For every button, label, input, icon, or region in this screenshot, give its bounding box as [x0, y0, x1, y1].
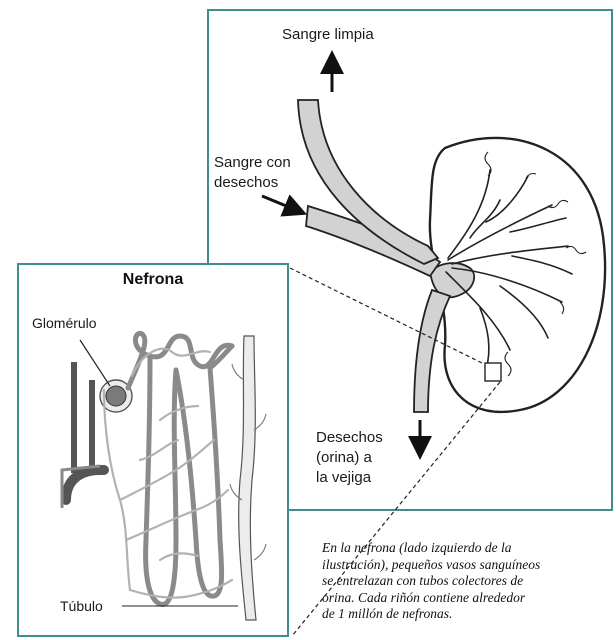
- caption-line: ilustración), pequeños vasos sanguíneos: [322, 557, 614, 574]
- label-desechos-3: la vejiga: [316, 468, 371, 487]
- caption-line: En la nefrona (lado izquierdo de la: [322, 540, 614, 557]
- label-desechos-2: (orina) a: [316, 448, 372, 467]
- label-tubulo: Túbulo: [60, 597, 103, 616]
- label-sangre-con-desechos-2: desechos: [214, 173, 278, 192]
- label-desechos-1: Desechos: [316, 428, 383, 447]
- caption-line: de 1 millón de nefronas.: [322, 606, 614, 623]
- diagram-caption: En la nefrona (lado izquierdo de la ilus…: [322, 540, 614, 623]
- nephron-title: Nefrona: [18, 271, 288, 289]
- glomerulus: [106, 386, 126, 406]
- label-glomerulo: Glomérulo: [32, 314, 97, 333]
- label-sangre-con-desechos-1: Sangre con: [214, 153, 291, 172]
- nephron-location-box: [485, 363, 501, 381]
- label-sangre-limpia: Sangre limpia: [282, 25, 374, 44]
- caption-line: se entrelazan con tubos colectores de: [322, 573, 614, 590]
- caption-line: orina. Cada riñón contiene alrededor: [322, 590, 614, 607]
